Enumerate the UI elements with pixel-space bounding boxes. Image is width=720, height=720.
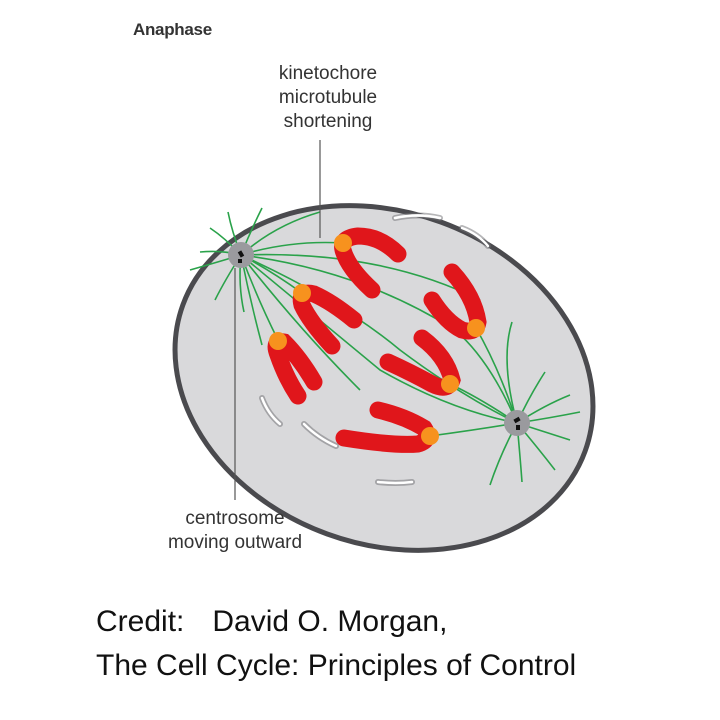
kinetochore-2 xyxy=(293,284,311,302)
centrosome-left xyxy=(228,242,254,268)
kinetochore-1 xyxy=(334,234,352,252)
kinetochore-4 xyxy=(467,319,485,337)
label-line: shortening xyxy=(283,111,373,132)
label-line: centrosome xyxy=(185,508,285,529)
credit-prefix: Credit: xyxy=(96,605,185,638)
membrane-fragments xyxy=(259,212,491,486)
kinetochore-5 xyxy=(441,375,459,393)
kinetochores xyxy=(269,234,485,445)
label-line: kinetochore xyxy=(278,63,378,84)
label-line: microtubule xyxy=(278,87,378,108)
label-line: moving outward xyxy=(167,532,303,553)
label-centrosome: centrosome moving outward xyxy=(150,507,320,555)
credit-author: David O. Morgan, xyxy=(212,605,448,638)
label-kinetochore-microtubule: kinetochore microtubule shortening xyxy=(258,62,398,134)
diagram-title: Anaphase xyxy=(133,20,212,39)
kinetochore-3 xyxy=(269,332,287,350)
kinetochore-6 xyxy=(421,427,439,445)
credit-line-1: Credit: David O. Morgan, xyxy=(96,600,576,644)
cell-body xyxy=(172,203,596,553)
centrosome-right xyxy=(504,410,530,436)
microtubules xyxy=(189,207,581,486)
credit-source: The Cell Cycle: Principles of Control xyxy=(96,649,577,682)
credit-block: Credit: David O. Morgan, The Cell Cycle: … xyxy=(96,600,576,688)
